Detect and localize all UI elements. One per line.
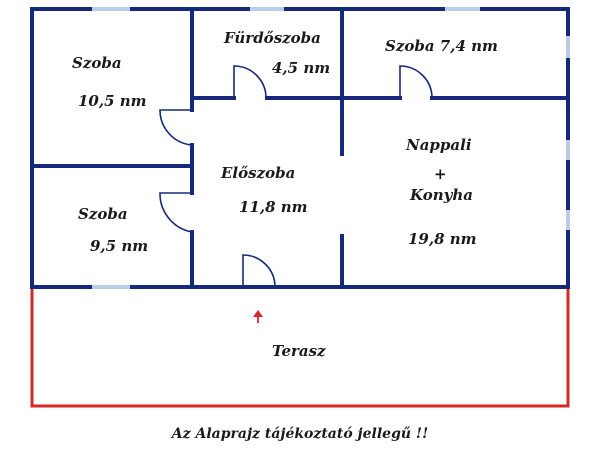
- room-konyha-name: Konyha: [409, 186, 473, 204]
- room-furdoszoba-area: 4,5 nm: [272, 59, 330, 77]
- door-swings: [159, 65, 433, 288]
- windows: [92, 7, 570, 289]
- room-szoba-bottom-area: 9,5 nm: [90, 237, 148, 255]
- room-nappali-area: 19,8 nm: [408, 230, 477, 248]
- room-szoba-top-area: 10,5 nm: [78, 92, 147, 110]
- room-eloszoba-area: 11,8 nm: [239, 198, 308, 216]
- room-szoba-top-name: Szoba: [72, 54, 122, 72]
- footer-note: Az Alaprajz tájékoztató jellegű !!: [170, 426, 428, 442]
- terrace-label: Terasz: [272, 342, 326, 360]
- terrace-outline: [30, 287, 570, 408]
- entrance-arrow-icon: [253, 310, 263, 323]
- room-nappali-plus: +: [434, 165, 447, 183]
- room-nappali-name: Nappali: [405, 136, 472, 154]
- room-eloszoba-name: Előszoba: [220, 164, 295, 182]
- room-furdoszoba-name: Fürdőszoba: [223, 29, 321, 47]
- room-szoba-bottom-name: Szoba: [78, 205, 128, 223]
- walls: [30, 7, 570, 289]
- room-szoba-74-name: Szoba 7,4 nm: [385, 37, 498, 55]
